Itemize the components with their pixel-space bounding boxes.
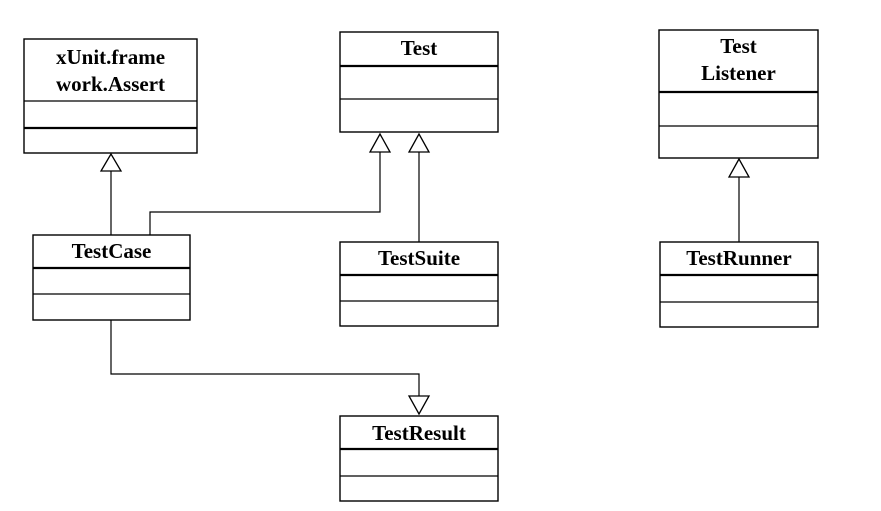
- class-box: [659, 241, 819, 328]
- class-box: [658, 29, 819, 159]
- class-testsuite[interactable]: TestSuite: [339, 241, 499, 327]
- association-testcase-to-testresult: [110, 320, 431, 416]
- hollow-triangle-arrowhead: [407, 132, 431, 153]
- hollow-triangle-arrowhead: [727, 157, 751, 178]
- generalization-testrunner-to-listener: [727, 157, 751, 242]
- class-testcase[interactable]: TestCase: [32, 234, 191, 321]
- class-box: [339, 415, 499, 502]
- class-name-line-1: xUnit.frame: [56, 45, 165, 69]
- class-testresult[interactable]: TestResult: [339, 415, 499, 502]
- class-name: Test: [401, 36, 438, 60]
- hollow-triangle-arrowhead: [407, 395, 431, 416]
- class-name: TestSuite: [378, 246, 460, 270]
- hollow-triangle-arrowhead: [99, 152, 123, 172]
- generalization-testcase-to-assert: [99, 152, 123, 235]
- class-name: TestRunner: [686, 246, 791, 270]
- class-name-line-1: Test: [720, 34, 757, 58]
- class-test-listener[interactable]: Test Listener: [658, 29, 819, 159]
- class-name: TestResult: [372, 421, 466, 445]
- hollow-triangle-arrowhead: [368, 132, 392, 153]
- class-box: [339, 241, 499, 327]
- class-name-line-2: Listener: [701, 61, 776, 85]
- generalization-testsuite-to-test: [407, 132, 431, 242]
- class-name: TestCase: [72, 239, 152, 263]
- class-box: [339, 31, 499, 133]
- connector-line: [110, 320, 420, 396]
- connector-line: [149, 152, 381, 235]
- class-testrunner[interactable]: TestRunner: [659, 241, 819, 328]
- class-name-line-2: work.Assert: [56, 72, 165, 96]
- class-test[interactable]: Test: [339, 31, 499, 133]
- class-box: [23, 38, 198, 154]
- generalization-testcase-to-test: [149, 132, 392, 235]
- class-xunit-framework-assert[interactable]: xUnit.frame work.Assert: [23, 38, 198, 154]
